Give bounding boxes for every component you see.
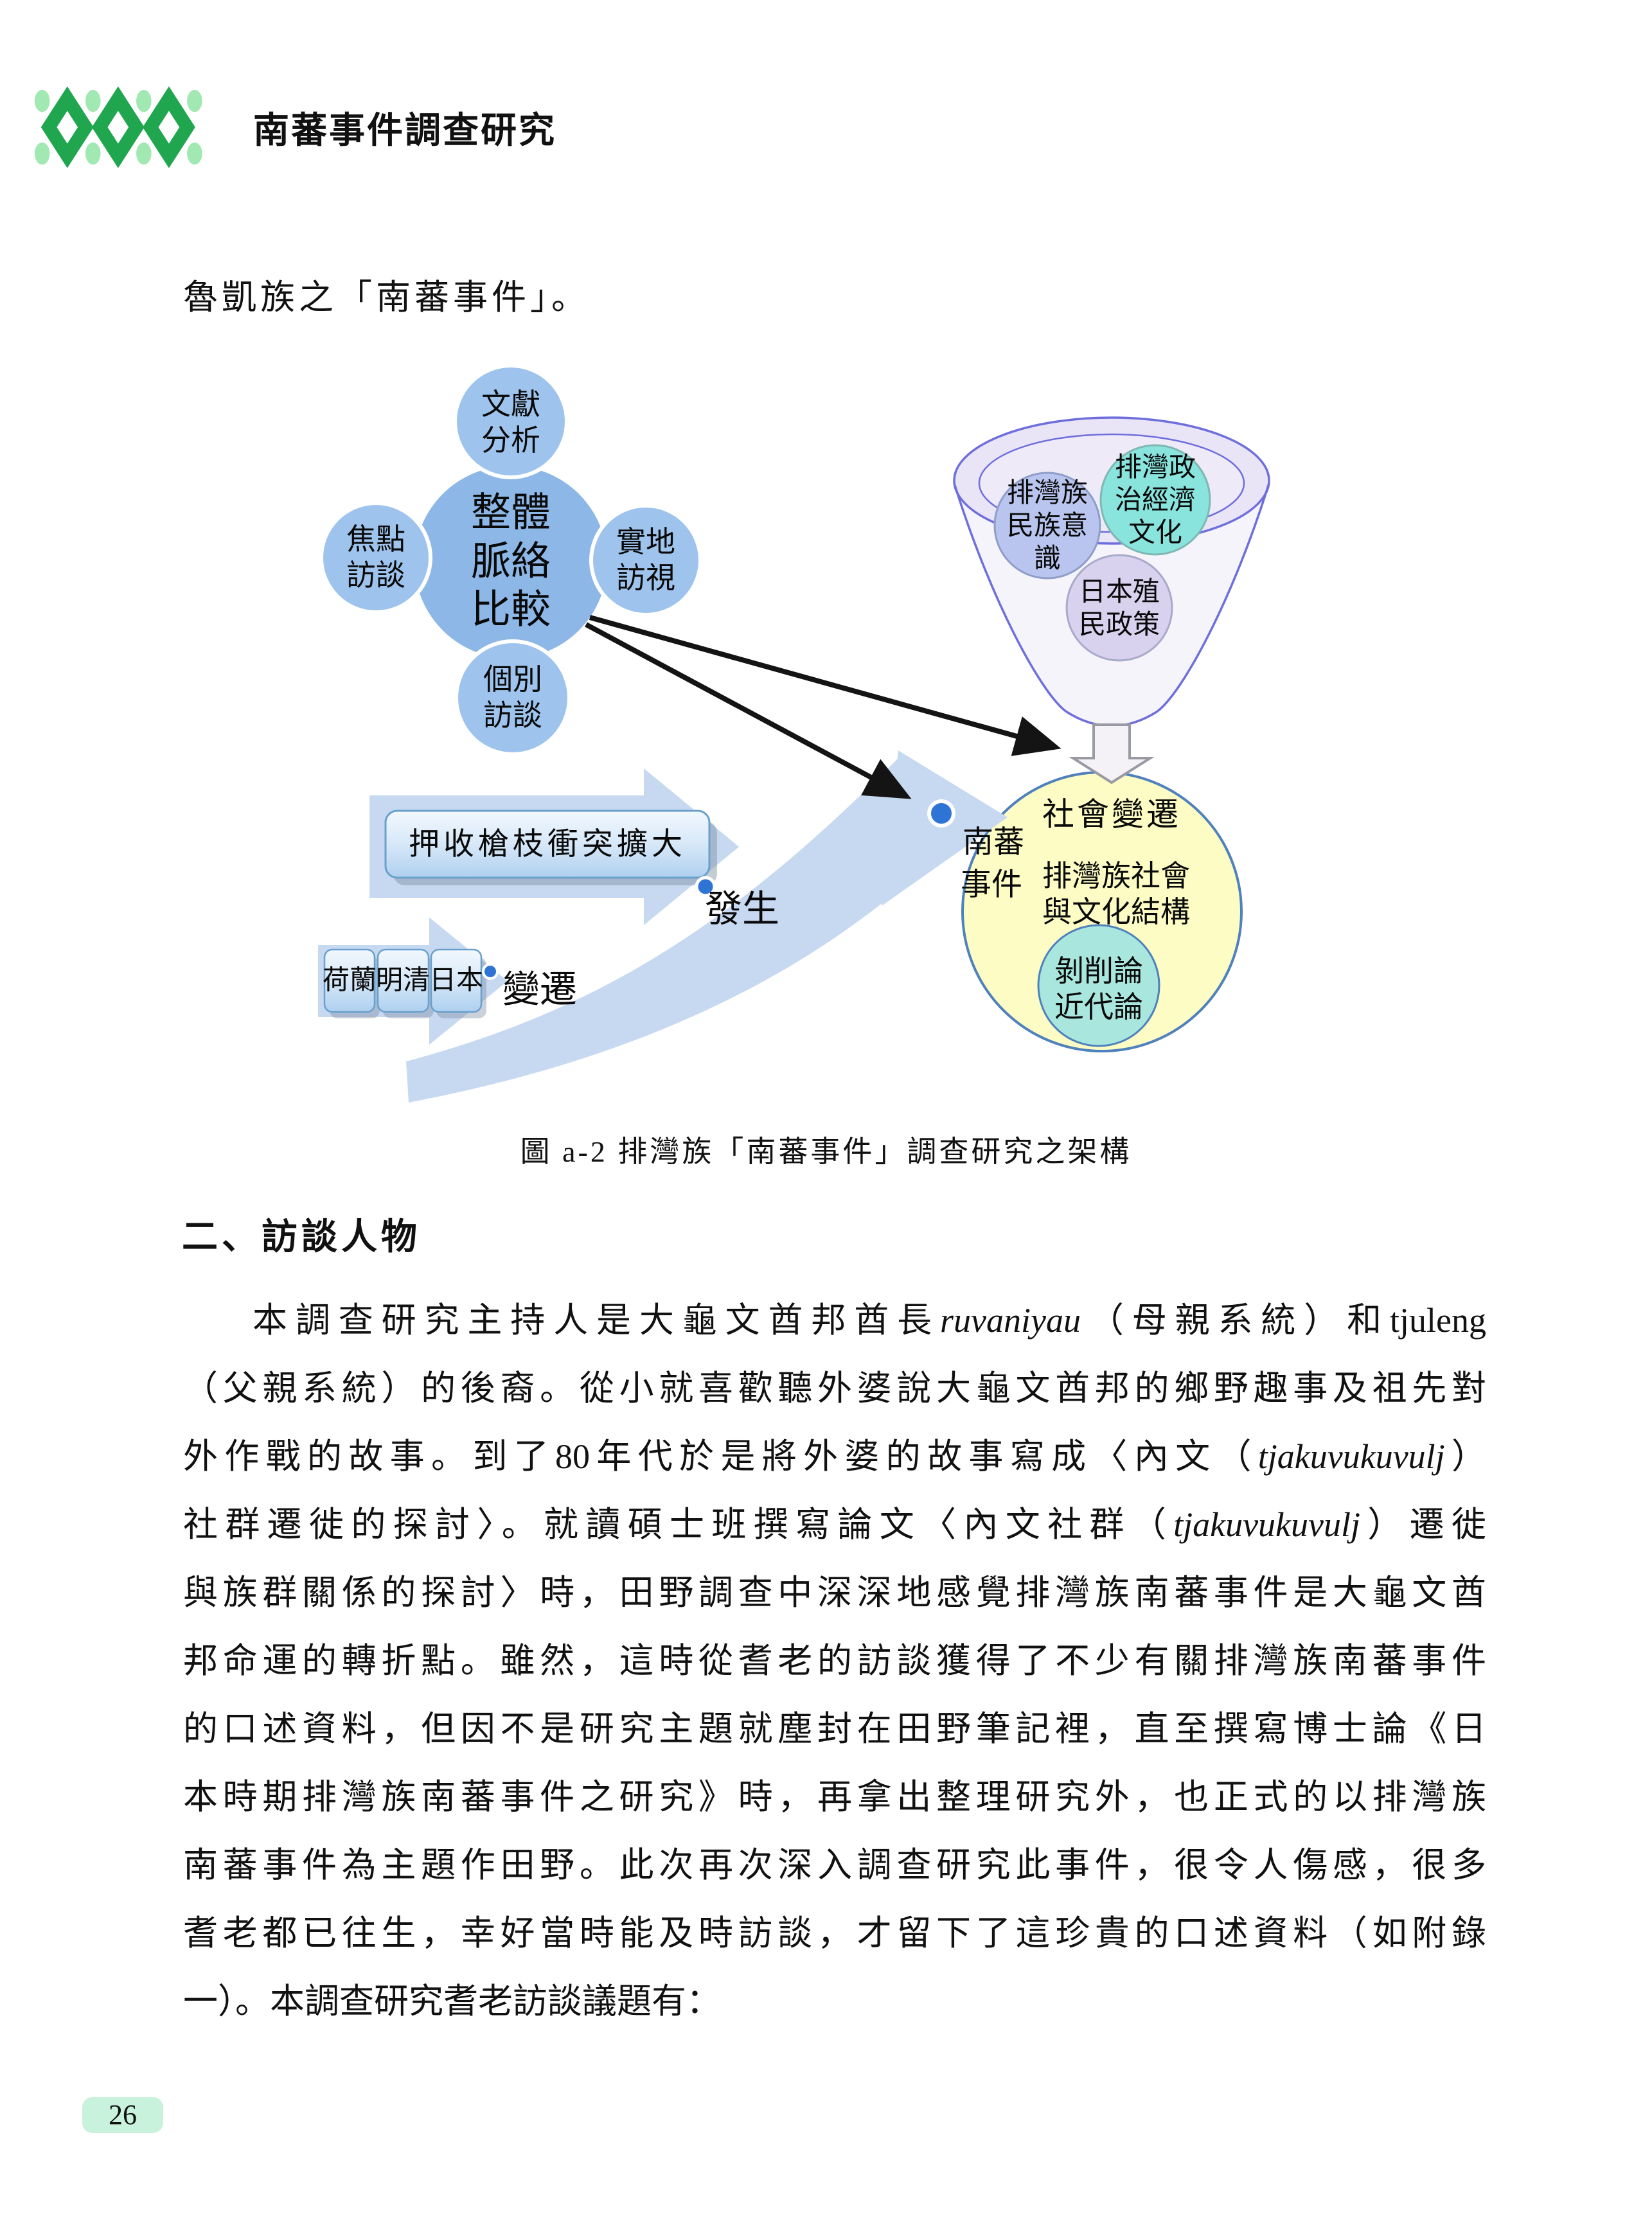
label-mingqing: 明清 [375, 966, 431, 996]
funnel-down-arrow-icon [1069, 723, 1155, 784]
arrow-to-funnel [589, 615, 1061, 756]
body-text-line: 與族群關係的探討〉時，田野調查中深深地感覺排灣族南蕃事件是大龜文酋 [183, 1559, 1486, 1627]
body-text-line: 耆老都已往生，幸好當時能及時訪談，才留下了這珍貴的口述資料（如附錄 [183, 1899, 1486, 1967]
page-header: 南蕃事件調查研究 [33, 82, 556, 172]
body-text-line: 社群遷徙的探討〉。就讀碩士班撰寫論文〈內文社群（tjakuvukuvulj）遷徙 [183, 1491, 1486, 1559]
occur-dot-icon [695, 876, 716, 898]
text-segment: 社群遷徙的探討〉。就讀碩士班撰寫論文〈內文社群（ [183, 1505, 1174, 1544]
label-focus-interview: 焦點 訪談 [346, 522, 405, 592]
label-core-comparison: 整體 脈絡 比較 [470, 491, 551, 632]
field-visit-circle [589, 504, 702, 617]
body-text-line: 邦命運的轉折點。雖然，這時從耆老的訪談獲得了不少有關排灣族南蕃事件 [183, 1627, 1486, 1695]
text-segment: ）遷徙 [1360, 1505, 1487, 1544]
arrow-to-event [585, 622, 912, 799]
text-segment: 一）。本調查研究耆老訪談議題有： [183, 1982, 721, 2021]
body-text-line: 一）。本調查研究耆老訪談議題有： [183, 1967, 1486, 2035]
text-segment: 本時期排灣族南蕃事件之研究》時，再拿出整理研究外，也正式的以排灣族 [183, 1778, 1486, 1816]
label-politics-economy: 排灣政 治經濟 文化 [1114, 453, 1196, 549]
label-theories: 剝削論 近代論 [1054, 954, 1143, 1023]
timeline-box-mingqing [377, 948, 430, 1013]
swoosh-arrow-head [882, 750, 1008, 906]
label-ethnic-consciousness: 排灣族 民族意 識 [1006, 479, 1088, 574]
label-japan-era: 日本 [429, 966, 484, 996]
label-field-visit: 實地 訪視 [616, 525, 675, 594]
figure-caption: 圖 a-2 排灣族「南蕃事件」調查研究之架構 [520, 1135, 1132, 1168]
literature-circle [453, 364, 569, 479]
italic-native-term: tjakuvukuvulj [1257, 1437, 1445, 1476]
label-social-change: 社會變遷 [1042, 796, 1181, 833]
label-literature: 文獻 分析 [481, 387, 540, 457]
label-paiwan-structure: 排灣族社會 與文化結構 [1042, 859, 1190, 928]
body-text-line: 本調查研究主持人是大龜文酋邦酋長ruvaniyau（母親系統）和tjuleng [183, 1286, 1486, 1354]
focus-interview-circle [319, 501, 432, 614]
body-text-line: 的口述資料，但因不是研究主題就塵封在田野筆記裡，直至撰寫博士論《日 [183, 1695, 1486, 1763]
timeline-box-japan [430, 948, 483, 1013]
report-title: 南蕃事件調查研究 [253, 111, 556, 151]
individual-interview-circle [454, 639, 571, 756]
intro-line: 魯凱族之「南蕃事件」。 [183, 278, 590, 317]
page-number-badge: 26 [82, 2097, 163, 2133]
change-dot-icon [482, 963, 499, 980]
body-paragraph: 本調查研究主持人是大龜文酋邦酋長ruvaniyau（母親系統）和tjuleng（… [183, 1286, 1486, 2035]
text-segment: 南蕃事件為主題作田野。此次再次深入調查研究此事件，很令人傷感，很多 [183, 1846, 1486, 1884]
gun-seizure-box [384, 810, 711, 879]
politics-economy-circle [1099, 444, 1211, 556]
label-dutch: 荷蘭 [322, 966, 377, 996]
label-individual-interview: 個別 訪談 [483, 662, 542, 732]
text-segment: （父親系統）的後裔。從小就喜歡聽外婆說大龜文酋邦的鄉野趣事及祖先對 [183, 1369, 1486, 1408]
text-segment: ） [1444, 1437, 1487, 1476]
event-dot-icon [927, 799, 955, 828]
label-occur: 發生 [704, 888, 780, 930]
body-text-line: 外作戰的故事。到了80年代於是將外婆的故事寫成〈內文（tjakuvukuvulj… [183, 1422, 1486, 1491]
label-change: 變遷 [502, 968, 578, 1011]
section-heading: 二、訪談人物 [182, 1216, 421, 1257]
label-event-line2: 事件 [960, 867, 1023, 902]
text-segment: tjuleng [1390, 1301, 1487, 1340]
text-segment: 的口述資料，但因不是研究主題就塵封在田野筆記裡，直至撰寫博士論《日 [183, 1710, 1486, 1748]
body-text-line: 本時期排灣族南蕃事件之研究》時，再拿出整理研究外，也正式的以排灣族 [183, 1763, 1486, 1831]
text-segment: 耆老都已往生，幸好當時能及時訪談，才留下了這珍貴的口述資料（如附錄 [183, 1914, 1486, 1953]
label-event-line1: 南蕃 [962, 825, 1025, 860]
timeline-box-dutch [323, 948, 376, 1013]
aboriginal-diamond-logo-icon [34, 86, 202, 168]
japan-policy-circle [1065, 554, 1173, 662]
ethnic-consciousness-circle [993, 472, 1101, 580]
text-segment: 與族群關係的探討〉時，田野調查中深深地感覺排灣族南蕃事件是大龜文酋 [183, 1573, 1486, 1612]
core-comparison-circle [414, 466, 607, 659]
swoosh-arrow-body [406, 758, 898, 1103]
italic-native-term: ruvaniyau [940, 1301, 1081, 1340]
label-gun-seizure: 押收槍枝衝突擴大 [408, 827, 687, 862]
body-text-line: （父親系統）的後裔。從小就喜歡聽外婆說大龜文酋邦的鄉野趣事及祖先對 [183, 1354, 1486, 1422]
text-segment: （母親系統）和 [1081, 1301, 1390, 1340]
label-japan-policy: 日本殖 民政策 [1078, 577, 1160, 640]
text-segment: 邦命運的轉折點。雖然，這時從耆老的訪談獲得了不少有關排灣族南蕃事件 [183, 1642, 1486, 1680]
theory-inner-circle [1037, 924, 1160, 1047]
text-segment: 外作戰的故事。到了80年代於是將外婆的故事寫成〈內文（ [183, 1437, 1258, 1476]
italic-native-term: tjakuvukuvulj [1173, 1505, 1360, 1544]
body-text-line: 南蕃事件為主題作田野。此次再次深入調查研究此事件，很令人傷感，很多 [183, 1831, 1486, 1899]
text-segment: 本調查研究主持人是大龜文酋邦酋長 [253, 1301, 941, 1340]
